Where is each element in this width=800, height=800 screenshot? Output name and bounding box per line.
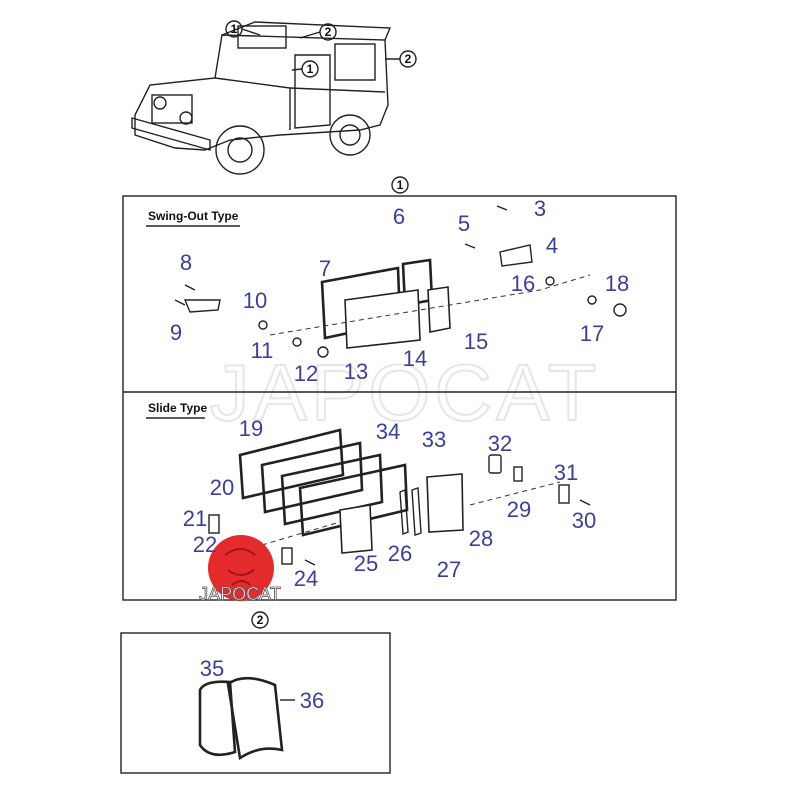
part-label-18: 18 bbox=[605, 271, 629, 296]
vehicle-illustration bbox=[131, 21, 392, 175]
part-label-28: 28 bbox=[469, 526, 493, 551]
slide-parts bbox=[208, 428, 591, 566]
logo-text: JAPOCAT bbox=[199, 584, 281, 604]
callout-2: 2 bbox=[405, 52, 412, 66]
part-label-15: 15 bbox=[464, 329, 488, 354]
callout-1: 1 bbox=[307, 62, 314, 76]
vehicle-callouts: 1 2 1 2 bbox=[225, 20, 417, 78]
part-label-11: 11 bbox=[251, 338, 274, 363]
part-label-7: 7 bbox=[319, 256, 331, 281]
section-2-labels: 35 36 bbox=[200, 656, 324, 713]
swing-out-parts bbox=[174, 205, 627, 358]
part-label-27: 27 bbox=[437, 557, 461, 582]
section-2: 2 bbox=[120, 611, 391, 774]
part-label-10: 10 bbox=[243, 288, 267, 313]
section-1: 1 Swing-Out Type Slide Type bbox=[122, 176, 677, 601]
part-label-8: 8 bbox=[180, 250, 192, 275]
part-label-35: 35 bbox=[200, 656, 224, 681]
part-label-9: 9 bbox=[170, 320, 182, 345]
part-label-3: 3 bbox=[534, 196, 546, 221]
part-label-29: 29 bbox=[507, 497, 531, 522]
part-label-6: 6 bbox=[393, 204, 405, 229]
swing-out-labels: 3 4 5 6 7 8 9 10 11 12 13 14 15 16 17 18 bbox=[170, 196, 629, 386]
part-label-30: 30 bbox=[572, 508, 596, 533]
part-label-33: 33 bbox=[422, 427, 446, 452]
part-label-16: 16 bbox=[511, 271, 535, 296]
part-label-31: 31 bbox=[554, 460, 578, 485]
part-label-12: 12 bbox=[294, 361, 318, 386]
callout-2: 2 bbox=[325, 25, 332, 39]
part-label-17: 17 bbox=[580, 321, 604, 346]
part-label-4: 4 bbox=[546, 233, 558, 258]
callout-1: 1 bbox=[231, 22, 238, 36]
section-2-callout: 2 bbox=[257, 613, 264, 627]
part-label-14: 14 bbox=[403, 346, 427, 371]
part-label-19: 19 bbox=[239, 416, 263, 441]
swing-out-title: Swing-Out Type bbox=[148, 209, 239, 223]
part-label-25: 25 bbox=[354, 551, 378, 576]
part-label-26: 26 bbox=[388, 541, 412, 566]
slide-labels: 19 20 21 22 24 25 26 27 28 29 30 31 32 3… bbox=[183, 416, 596, 591]
part-label-24: 24 bbox=[294, 566, 318, 591]
part-label-21: 21 bbox=[183, 506, 207, 531]
japocat-logo: JAPOCAT bbox=[199, 535, 281, 604]
part-label-36: 36 bbox=[300, 688, 324, 713]
part-label-32: 32 bbox=[488, 431, 512, 456]
section-1-callout: 1 bbox=[397, 178, 404, 192]
part-label-22: 22 bbox=[193, 532, 217, 557]
part-label-13: 13 bbox=[344, 359, 368, 384]
part-label-5: 5 bbox=[458, 211, 470, 236]
part-label-20: 20 bbox=[210, 475, 234, 500]
slide-title: Slide Type bbox=[148, 401, 207, 415]
part-label-34: 34 bbox=[376, 419, 400, 444]
